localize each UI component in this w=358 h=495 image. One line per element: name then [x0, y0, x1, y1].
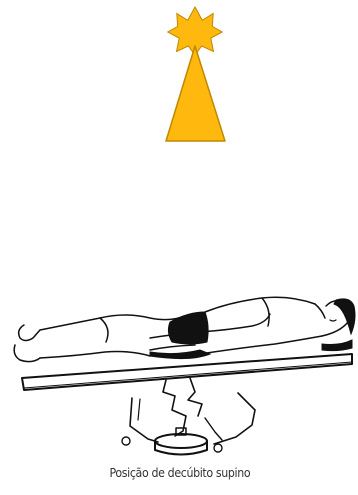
figure-caption: Posição de decúbito supino — [15, 466, 344, 480]
operating-table — [22, 354, 352, 455]
overhead-light — [166, 7, 225, 141]
light-beam-icon — [166, 46, 225, 141]
patient-drape — [150, 299, 355, 359]
